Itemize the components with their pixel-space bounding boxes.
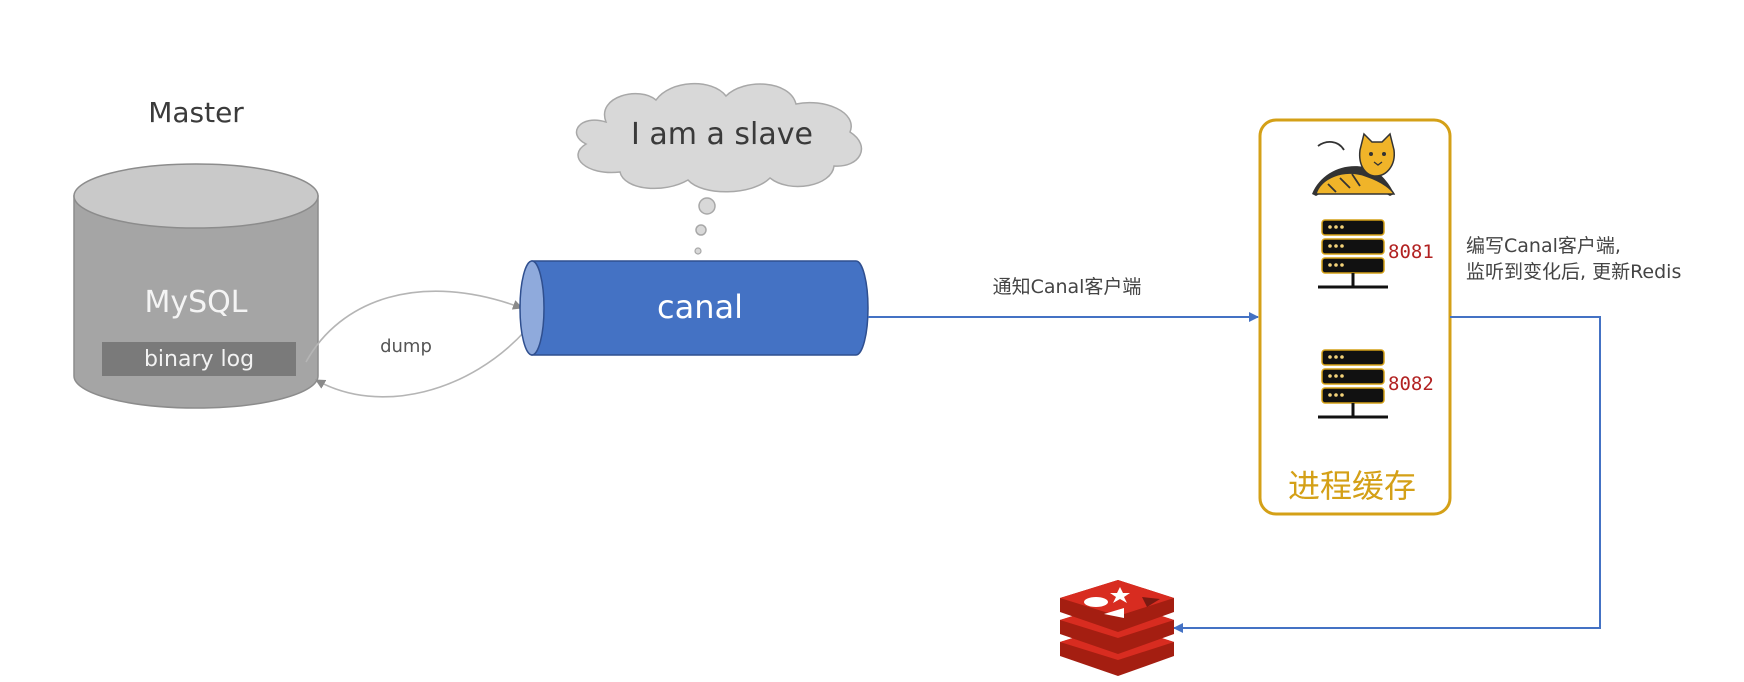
binary-log-label: binary log [144,347,254,372]
master-heading: Master [148,96,244,129]
port-8081: 8081 [1388,241,1434,263]
redis-icon [1060,580,1174,676]
mysql-label: MySQL [144,285,247,320]
dump-response-arrow [315,329,527,398]
process-cache-title: 进程缓存 [1288,467,1416,505]
update-redis-arrow [1173,316,1601,633]
notify-label: 通知Canal客户端 [993,276,1142,298]
dump-request-arrow [305,290,523,363]
cloud-text: I am a slave [631,117,813,152]
thought-cloud-icon [575,83,863,255]
port-8082: 8082 [1388,373,1434,395]
server-icon [1318,219,1388,289]
tomcat-icon [1312,132,1396,196]
canal-label: canal [657,288,743,326]
dump-label: dump [380,336,432,357]
canal-pipe [519,260,869,356]
client-note-line2: 监听到变化后, 更新Redis [1466,261,1681,283]
server-icon [1318,349,1388,419]
client-note-line1: 编写Canal客户端, [1466,235,1621,257]
binary-log-bar [102,342,296,376]
